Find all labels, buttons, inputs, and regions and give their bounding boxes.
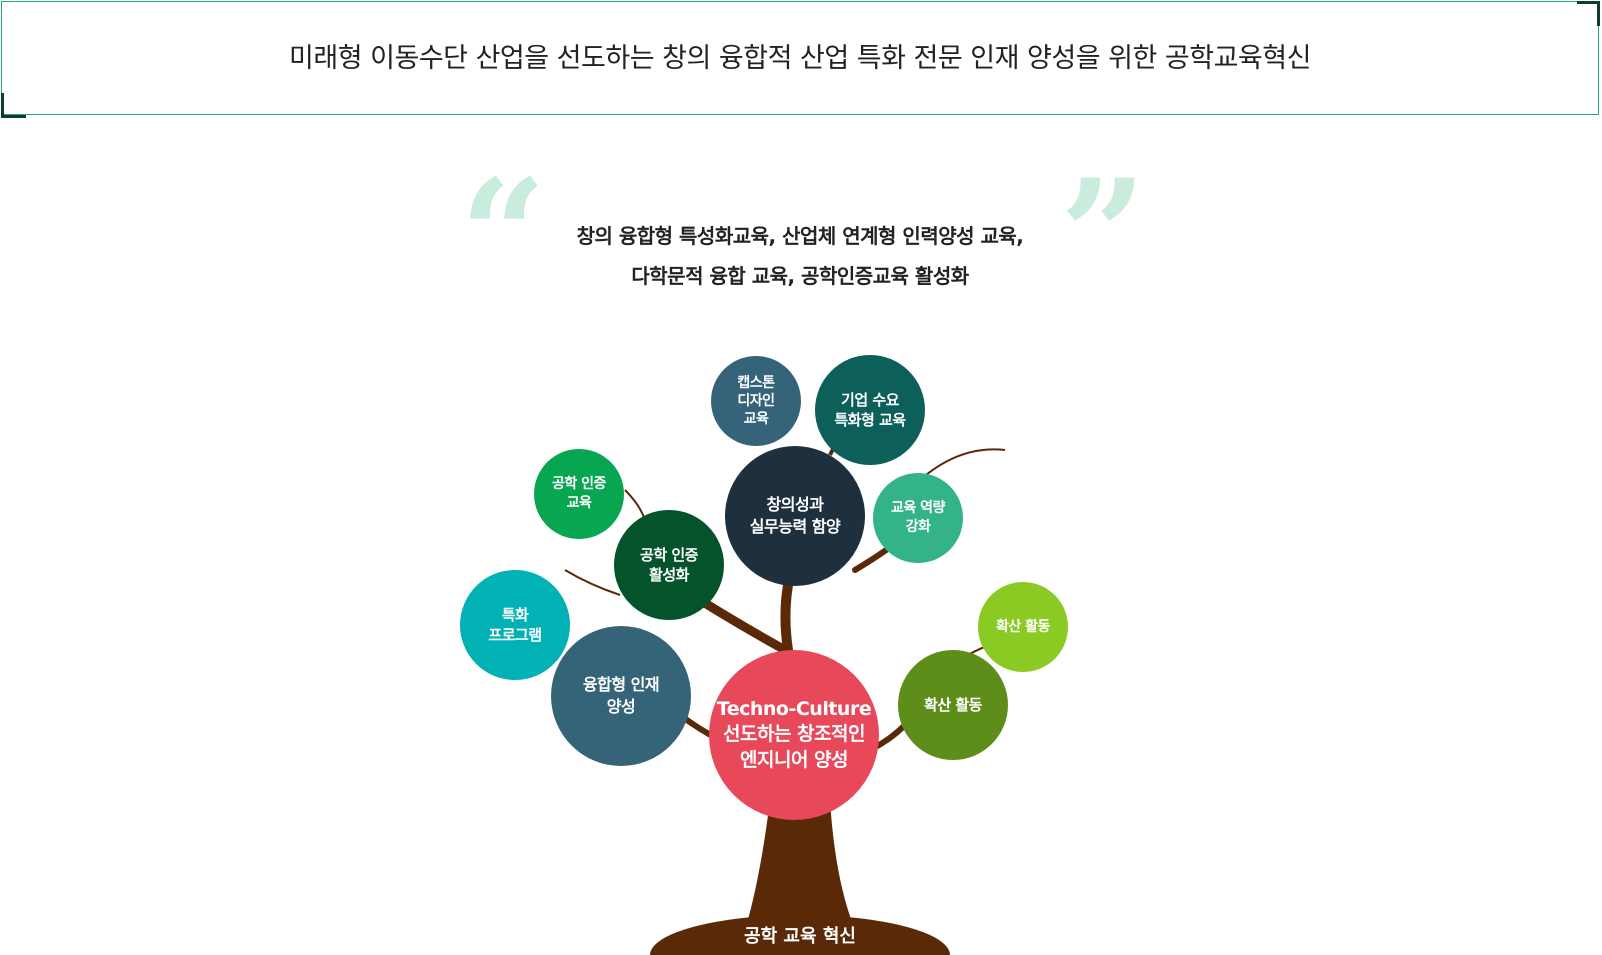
slogan-line-1: 창의 융합형 특성화교육, 산업체 연계형 인력양성 교육,: [576, 224, 1024, 248]
tree-trunk: [745, 800, 855, 930]
node-creative-practical: 창의성과 실무능력 함양: [725, 446, 865, 586]
slogan: 창의 융합형 특성화교육, 산업체 연계형 인력양성 교육, 다학문적 융합 교…: [500, 216, 1100, 296]
open-quote-icon: “: [460, 147, 547, 323]
node-accreditation-education: 공학 인증 교육: [534, 449, 624, 539]
node-accreditation-activation: 공학 인증 활성화: [614, 510, 724, 620]
banner-corner-bottom-left: [1, 93, 26, 118]
node-center-engineer: Techno-Culture 선도하는 창조적인 엔지니어 양성: [709, 650, 879, 820]
node-spread-activity-small: 확산 활동: [978, 582, 1068, 672]
tree-root-label: 공학 교육 혁신: [744, 926, 856, 947]
node-spread-activity: 확산 활동: [898, 650, 1008, 760]
slogan-line-2: 다학문적 융합 교육, 공학인증교육 활성화: [631, 264, 969, 288]
node-industry-demand: 기업 수요 특화형 교육: [815, 355, 925, 465]
page-title: 미래형 이동수단 산업을 선도하는 창의 융합적 산업 특화 전문 인재 양성을…: [289, 42, 1311, 74]
node-capstone-design: 캡스톤 디자인 교육: [711, 356, 801, 446]
tree-root-mound: [650, 915, 950, 955]
branch-accreditation-whip: [564, 569, 621, 596]
node-convergence-talent: 융합형 인재 양성: [551, 626, 691, 766]
branch-accreditation-edu: [624, 489, 646, 521]
branch-center-creative: [780, 570, 795, 655]
banner-corner-top-right: [1577, 1, 1600, 26]
close-quote-icon: ”: [1060, 147, 1147, 323]
node-education-capacity: 교육 역량 강화: [873, 473, 963, 563]
header-banner: 미래형 이동수단 산업을 선도하는 창의 융합적 산업 특화 전문 인재 양성을…: [1, 1, 1599, 115]
branch-center-accreditation: [695, 595, 790, 655]
node-special-program: 특화 프로그램: [460, 570, 570, 680]
